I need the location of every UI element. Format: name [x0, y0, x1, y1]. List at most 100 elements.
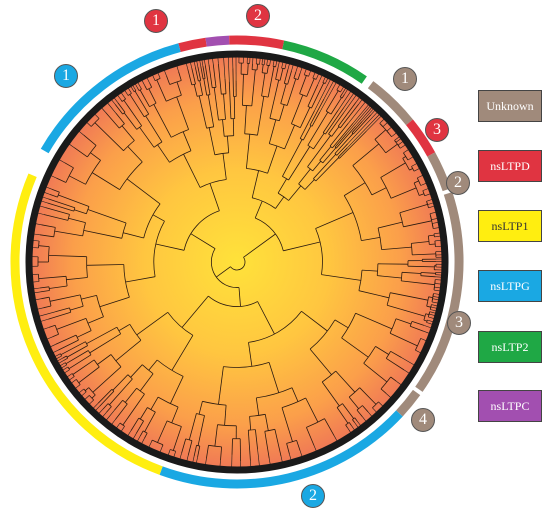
tree-branch	[125, 276, 156, 283]
tree-branch	[197, 415, 205, 446]
tree-node-arc	[248, 311, 302, 343]
tree-branch	[222, 119, 225, 137]
leaf-branch	[299, 67, 303, 74]
leaf-branch	[217, 57, 219, 64]
tree-branch	[429, 243, 436, 245]
tree-branch	[307, 135, 331, 168]
tree-branch	[134, 90, 150, 115]
tree-branch	[420, 272, 436, 274]
clade-badge-unknown-2: 2	[446, 171, 470, 195]
tree-branch	[218, 366, 224, 405]
leaf-branch	[121, 92, 125, 98]
clade-badge-label: 4	[419, 411, 427, 428]
legend-nsltp1-label: nsLTP1	[491, 218, 529, 233]
leaf-branch	[193, 61, 196, 68]
tree-branch	[288, 146, 311, 181]
leaf-branch	[255, 57, 258, 64]
legend-nsltpd: nsLTPD	[478, 150, 542, 182]
tree-branch	[251, 170, 259, 198]
tree-branch	[309, 98, 325, 126]
tree-node-arc	[309, 319, 336, 350]
leaf-branch	[212, 58, 214, 65]
tree-branch	[395, 318, 412, 325]
leaf-branch	[201, 59, 204, 66]
tree-branch	[255, 429, 258, 450]
clade-ring-segment-nsltp2	[282, 40, 367, 84]
tree-branch	[291, 94, 304, 124]
tree-branch	[139, 127, 155, 148]
leaf-branch	[403, 149, 409, 154]
tree-branch	[257, 96, 265, 136]
tree-branch	[380, 388, 387, 394]
leaf-branch	[33, 287, 40, 290]
leaf-branch	[257, 449, 260, 466]
tree-branch	[187, 69, 193, 85]
tree-branch	[403, 220, 432, 228]
tree-branch	[105, 112, 120, 129]
tree-branch	[43, 305, 52, 309]
tree-branch	[87, 316, 104, 324]
tree-branch	[99, 390, 115, 407]
tree-branch	[283, 241, 321, 252]
leaf-branch	[44, 192, 50, 195]
leaf-branch	[423, 330, 430, 334]
leaf-branch	[426, 199, 433, 202]
tree-branch	[68, 354, 92, 370]
leaf-branch	[277, 61, 280, 68]
tree-branch	[115, 403, 128, 420]
leaf-branch	[423, 325, 432, 329]
tree-branch	[334, 133, 354, 154]
tree-node-arc	[71, 373, 75, 377]
tree-branch	[45, 207, 70, 215]
tree-branch	[130, 364, 143, 378]
leaf-branch	[432, 296, 439, 298]
tree-branch	[216, 266, 231, 278]
tree-branch	[426, 305, 431, 308]
leaf-branch	[207, 58, 210, 66]
clade-badge-unknown-4: 4	[411, 408, 435, 432]
leaf-branch	[39, 205, 46, 208]
tree-branch	[279, 68, 284, 81]
tree-branch	[410, 325, 424, 332]
leaf-branch	[33, 240, 40, 242]
leaf-branch	[401, 357, 415, 366]
leaf-branch	[295, 66, 298, 72]
tree-branch	[228, 81, 232, 119]
tree-branch	[428, 234, 435, 237]
leaf-branch	[252, 57, 254, 64]
tree-branch	[64, 162, 74, 169]
tree-branch	[381, 246, 412, 250]
leaf-branch	[61, 364, 67, 369]
clade-ring-segment-nsltpg	[40, 43, 181, 154]
tree-branch	[313, 154, 336, 179]
tree-branch	[195, 67, 199, 82]
tree-branch	[48, 255, 87, 258]
tree-node-arc	[389, 318, 397, 334]
tree-branch	[191, 68, 196, 85]
tree-branch	[399, 204, 428, 214]
tree-branch	[246, 134, 251, 169]
leaf-branch	[429, 211, 436, 214]
legend-nsltpd-label: nsLTPD	[490, 158, 530, 173]
leaf-branch	[101, 107, 106, 113]
leaf-branch	[313, 445, 317, 452]
leaf-branch	[396, 380, 402, 386]
tree-branch	[198, 95, 207, 129]
leaf-branch	[69, 376, 75, 381]
leaf-branch	[219, 460, 221, 467]
tree-branch	[203, 78, 208, 96]
tree-node-arc	[380, 376, 392, 390]
tree-branch	[139, 373, 154, 392]
leaf-branch	[429, 313, 435, 316]
tree-branch	[299, 107, 311, 128]
tree-branch	[56, 318, 87, 330]
tree-branch	[275, 67, 279, 80]
leaf-branch	[386, 126, 392, 132]
leaf-branch	[60, 362, 66, 366]
tree-branch	[261, 64, 264, 73]
tree-branch	[423, 319, 428, 322]
clade-badge-nsltpg-1: 1	[54, 64, 78, 88]
tree-branch	[224, 78, 227, 94]
legend-nsltpg: nsLTPG	[478, 270, 542, 302]
leaf-branch	[346, 105, 371, 134]
